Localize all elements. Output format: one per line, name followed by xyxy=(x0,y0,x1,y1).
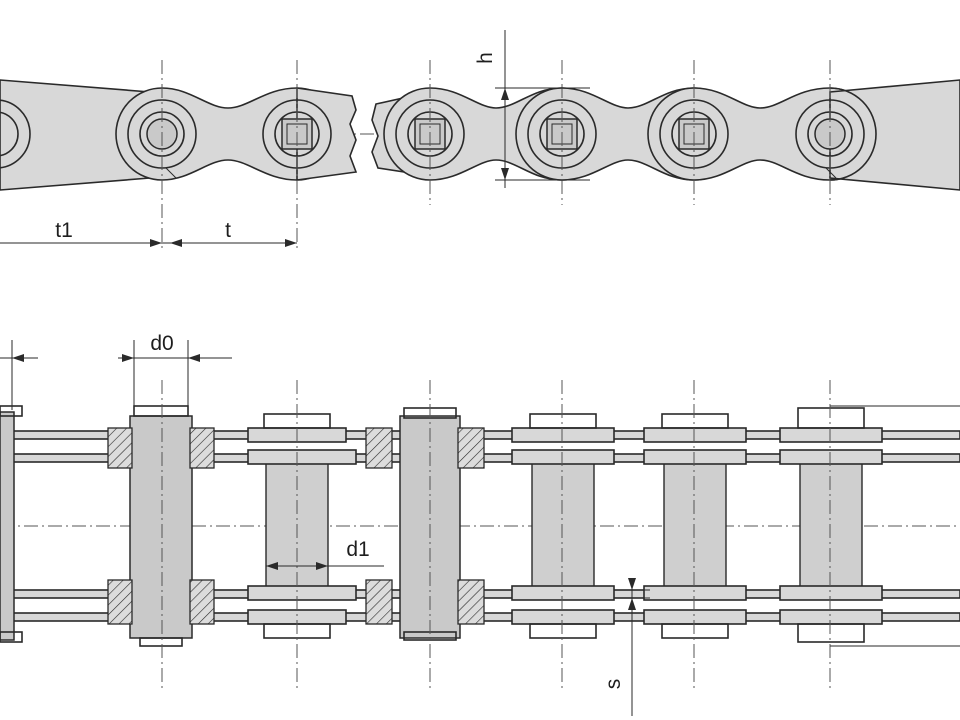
dimension-left-fragment xyxy=(0,340,38,410)
label-d1: d1 xyxy=(346,538,369,561)
partial-link-circle xyxy=(0,99,31,169)
label-t1: t1 xyxy=(55,219,73,242)
dimension-s: s xyxy=(602,578,650,716)
break-mark xyxy=(365,427,393,625)
end-link-arc xyxy=(829,87,877,181)
side-view-pin-centerlines xyxy=(161,60,831,250)
top-view-pin-centerlines xyxy=(161,380,831,690)
label-d0: d0 xyxy=(150,332,173,355)
roller-link-830 xyxy=(779,407,883,643)
dimension-d0: d0 xyxy=(118,332,232,406)
dimension-t1: t1 xyxy=(0,219,162,247)
partial-pin-circle xyxy=(0,111,19,157)
connecting-pin-162 xyxy=(107,405,215,647)
dimension-h: h xyxy=(474,30,590,188)
pin-link-430 xyxy=(399,407,485,641)
pin-left-fragment xyxy=(0,405,23,643)
label-h: h xyxy=(474,52,497,64)
end-link-plate-right xyxy=(829,79,960,191)
roller-link-694 xyxy=(643,413,747,639)
chain-side-view: h t1 t xyxy=(0,30,960,250)
dimension-d1: d1 xyxy=(266,538,384,570)
broken-edge-left xyxy=(296,87,358,181)
label-s: s xyxy=(602,679,625,690)
label-t: t xyxy=(225,219,231,242)
dimension-t: t xyxy=(162,219,297,247)
roller-link-562 xyxy=(511,413,615,639)
chain-top-view: d0 d1 s xyxy=(0,332,960,716)
